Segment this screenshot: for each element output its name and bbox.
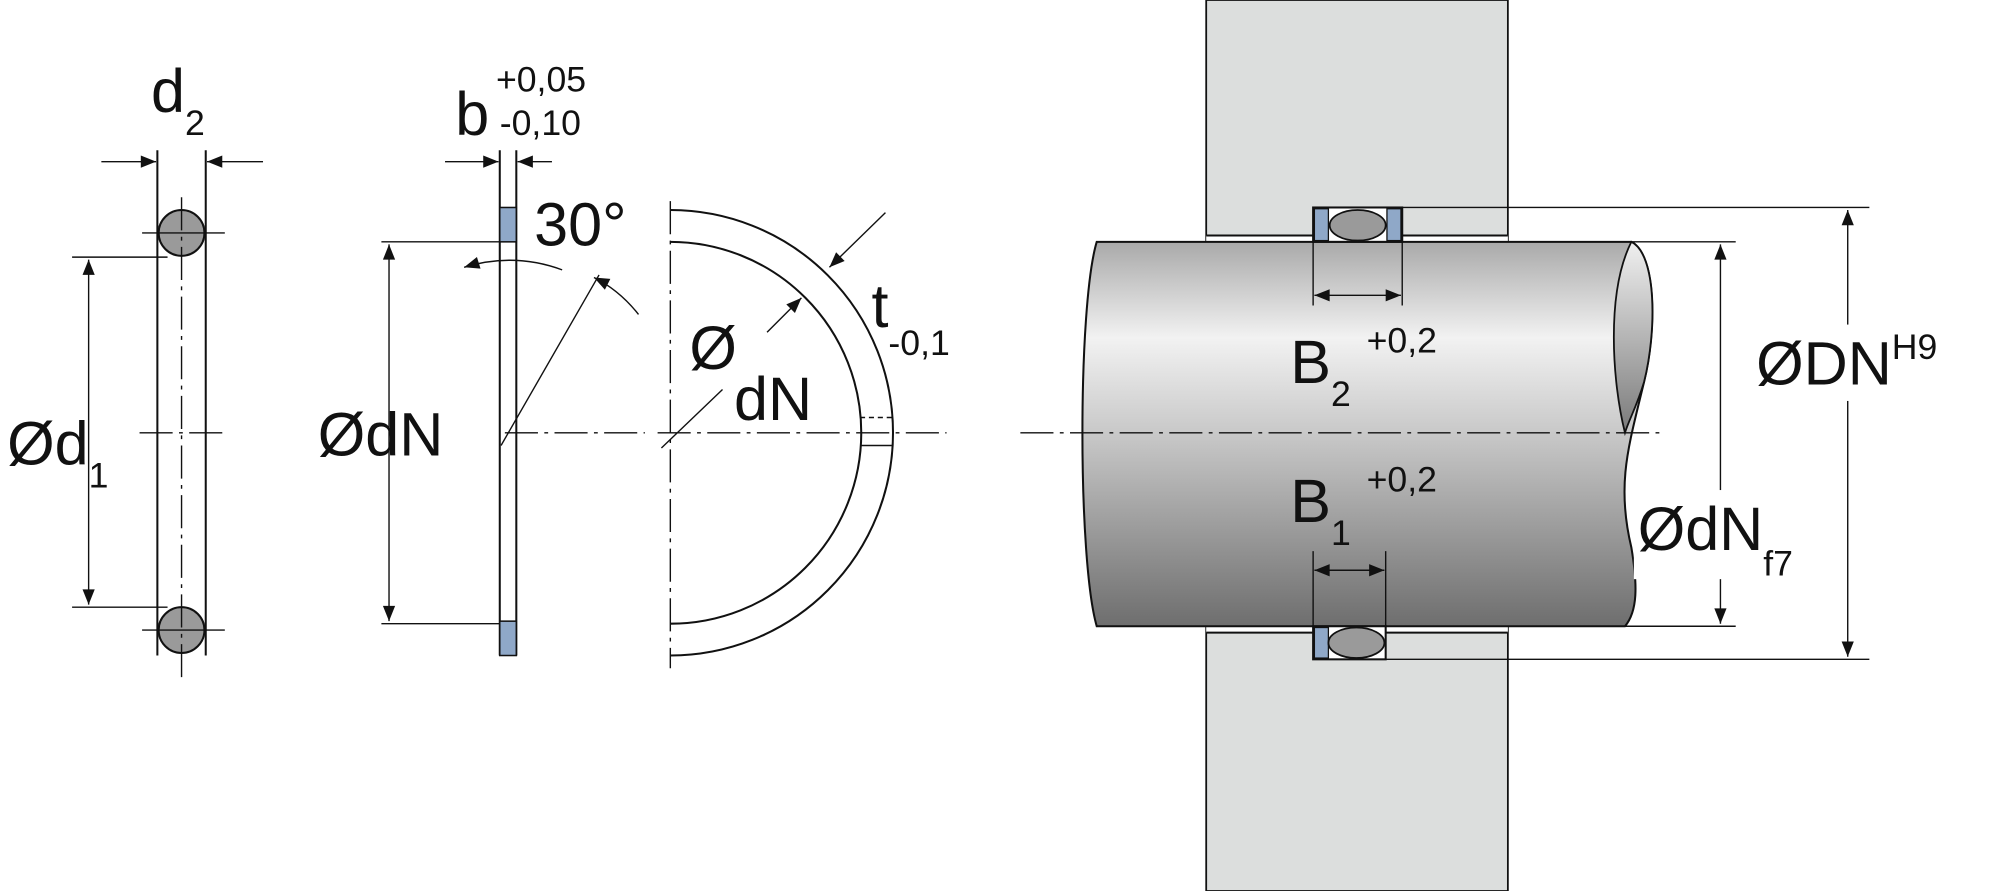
b-label: b <box>455 80 489 148</box>
b2-label: B2 <box>1290 328 1351 414</box>
angle-label: 30° <box>534 191 626 259</box>
washer-section-bottom <box>499 620 518 657</box>
b-upper-tolerance: +0,05 <box>496 60 586 100</box>
oring-view: Ød1 d2 <box>7 57 264 678</box>
b-lower-tolerance: -0,10 <box>500 103 581 143</box>
oring-installed-top <box>1328 209 1387 242</box>
b1-tolerance: +0,2 <box>1367 459 1437 499</box>
ring-dia-symbol: Ø <box>689 314 737 382</box>
d1-label: Ød1 <box>7 410 108 496</box>
washer-dn-label: ØdN <box>318 401 444 469</box>
oring-installed-bottom <box>1327 626 1386 659</box>
ring-view: Ø dN t-0,1 <box>657 201 950 669</box>
ring-dn-label: dN <box>734 365 812 433</box>
shaft <box>1081 240 1654 628</box>
washer-view: ØdN b +0,05 -0,10 30° <box>318 60 645 657</box>
backup-ring-top-left <box>1313 208 1330 242</box>
housing-bore-label: ØDNH9 <box>1756 327 1937 397</box>
washer-section-top <box>499 206 518 243</box>
d2-label: d2 <box>151 57 205 143</box>
installation-view: B2 +0,2 B1 +0,2 ØDNH9 ØdNf7 <box>1020 0 1998 891</box>
shaft-dia-label: ØdNf7 <box>1638 495 1793 583</box>
backup-ring-top-right <box>1386 208 1402 242</box>
b1-label: B1 <box>1290 467 1351 553</box>
t-label: t-0,1 <box>871 272 949 363</box>
b2-tolerance: +0,2 <box>1367 321 1437 361</box>
backup-ring-bottom <box>1313 626 1330 659</box>
